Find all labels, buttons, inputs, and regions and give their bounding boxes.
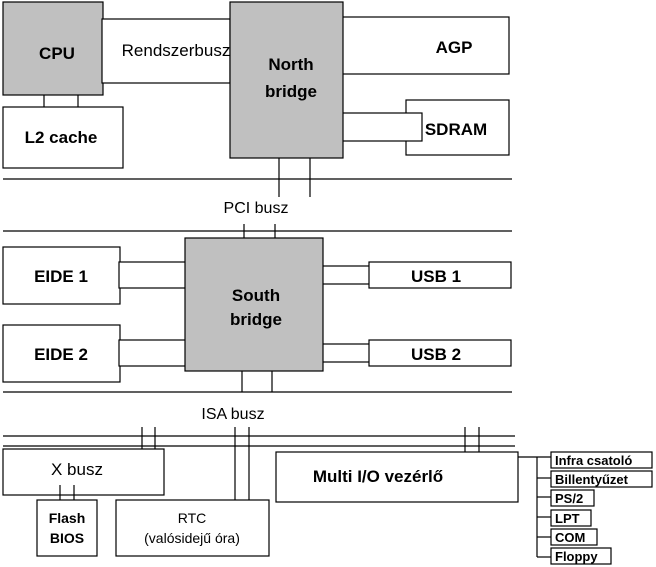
cpu-block	[2, 1, 104, 96]
south-bridge-block	[184, 237, 324, 372]
sdram-label: SDRAM	[425, 120, 487, 139]
port-ps2-label: PS/2	[555, 491, 583, 506]
rtc-block	[115, 499, 270, 557]
port-com-label: COM	[555, 530, 585, 545]
port-keyboard-box	[550, 470, 653, 488]
cpu-cache-connector	[43, 93, 79, 109]
usb1-label: USB 1	[411, 267, 461, 286]
flash-bios-label-2: BIOS	[50, 530, 84, 546]
eide2-link	[118, 339, 190, 367]
usb1-link	[321, 265, 371, 285]
port-floppy-label: Floppy	[555, 549, 598, 564]
x-bus-label: X busz	[51, 460, 103, 479]
flash-bios-block	[36, 499, 98, 557]
north-bridge-label-2: bridge	[265, 82, 317, 101]
rtc-label-1: RTC	[178, 510, 207, 526]
x-bus-block	[2, 448, 165, 496]
eide1-link	[118, 261, 190, 289]
l2-cache-label: L2 cache	[25, 128, 98, 147]
rtc-label-2: (valósidejű óra)	[144, 530, 240, 546]
usb1-block	[368, 261, 512, 289]
sdram-connector-block	[405, 99, 510, 156]
eide2-label: EIDE 2	[34, 345, 88, 364]
cpu-label: CPU	[39, 44, 75, 63]
south-bridge-label-1: South	[232, 286, 280, 305]
eide1-block	[2, 246, 121, 305]
eide2-block	[2, 324, 121, 383]
multi-io-block	[275, 451, 519, 503]
eide1-label: EIDE 1	[34, 267, 88, 286]
sdram-link	[341, 112, 423, 142]
agp-label: AGP	[436, 38, 473, 57]
system-bus-block	[101, 18, 231, 84]
south-bridge-label-2: bridge	[230, 310, 282, 329]
usb2-block	[368, 339, 512, 367]
port-floppy-box	[550, 547, 612, 565]
system-bus-label: Rendszerbusz	[122, 41, 231, 60]
usb2-label: USB 2	[411, 345, 461, 364]
north-bridge-label-1: North	[268, 55, 313, 74]
l2-cache-block	[2, 106, 124, 169]
port-infra-box	[550, 451, 653, 469]
usb2-link	[321, 343, 371, 363]
port-infra-label: Infra csatoló	[555, 453, 632, 468]
isa-bus-label: ISA busz	[201, 406, 264, 423]
multi-io-label: Multi I/O vezérlő	[313, 467, 443, 486]
port-keyboard-label: Billentyűzet	[555, 472, 629, 487]
north-bridge-block	[229, 1, 344, 159]
port-ps2-box	[550, 489, 595, 507]
agp-block	[341, 16, 510, 75]
port-com-box	[550, 528, 598, 546]
port-lpt-label: LPT	[555, 511, 580, 526]
port-lpt-box	[550, 509, 592, 527]
flash-bios-label-1: Flash	[49, 510, 86, 526]
pci-bus-label: PCI busz	[224, 200, 289, 217]
